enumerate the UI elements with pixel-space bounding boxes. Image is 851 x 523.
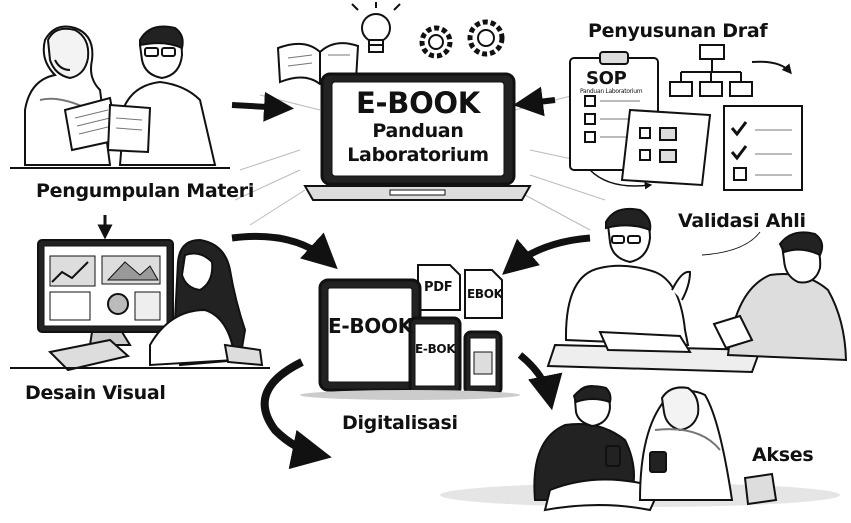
devices-illustration (300, 264, 520, 400)
gear-icon (419, 19, 505, 59)
ebok-file-label: EBOK (467, 287, 503, 301)
design-illustration (10, 238, 270, 372)
arrow-collect-to-ebook (231, 91, 294, 122)
arrow-digital-down (260, 358, 332, 470)
laptop-illustration (303, 72, 532, 201)
phone-screen-label: E-BOK (415, 342, 456, 356)
burst-lines (234, 94, 606, 231)
ebook-subtitle-line2: Laboratorium (347, 144, 489, 166)
collect-illustration (10, 25, 230, 169)
label-desain-visual: Desain Visual (25, 382, 166, 404)
label-akses: Akses (752, 444, 814, 466)
label-pengumpulan-materi: Pengumpulan Materi (36, 180, 255, 202)
draft-illustration (569, 44, 803, 191)
ebook-title: E-BOOK (356, 86, 480, 120)
label-digitalisasi: Digitalisasi (342, 412, 458, 434)
ebook-subtitle-line1: Panduan (372, 120, 464, 142)
sop-subtitle: Panduan Laboratorium (580, 88, 643, 95)
label-validasi-ahli: Validasi Ahli (678, 210, 806, 232)
pdf-file-label: PDF (424, 280, 453, 295)
arrow-design-to-digital (231, 232, 338, 270)
lightbulb-icon (351, 2, 401, 53)
arrow-draft-to-ebook (513, 86, 556, 117)
validate-illustration (546, 207, 848, 374)
arrow-validate-to-digital (502, 234, 591, 275)
tablet-screen-label: E-BOOK (328, 314, 413, 338)
sop-label: SOP (586, 68, 627, 89)
access-illustration (440, 384, 840, 512)
arrow-digital-to-access (517, 352, 563, 411)
label-penyusunan-draf: Penyusunan Draf (588, 20, 768, 42)
